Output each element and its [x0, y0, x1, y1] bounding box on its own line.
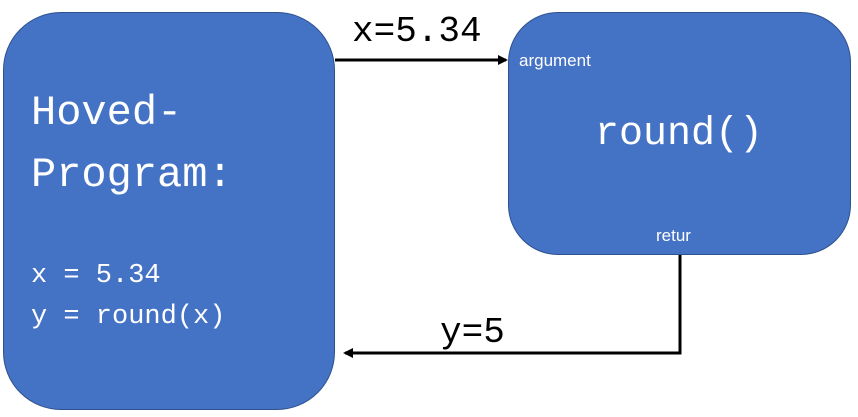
function-box	[508, 12, 851, 255]
input-arrow-label: x=5.34	[352, 11, 482, 52]
argument-label: argument	[519, 51, 591, 70]
return-label: retur	[656, 226, 691, 245]
code-line-assign-y: y = round(x)	[31, 302, 226, 332]
output-arrow-label: y=5	[440, 312, 505, 353]
function-name: round()	[595, 112, 764, 157]
main-program-title-line-2: Program:	[31, 151, 233, 199]
output-arrow	[343, 255, 682, 358]
code-line-assign-x: x = 5.34	[31, 261, 161, 291]
main-program-title-line-1: Hoved-	[31, 89, 183, 137]
main-program-box	[3, 12, 335, 410]
